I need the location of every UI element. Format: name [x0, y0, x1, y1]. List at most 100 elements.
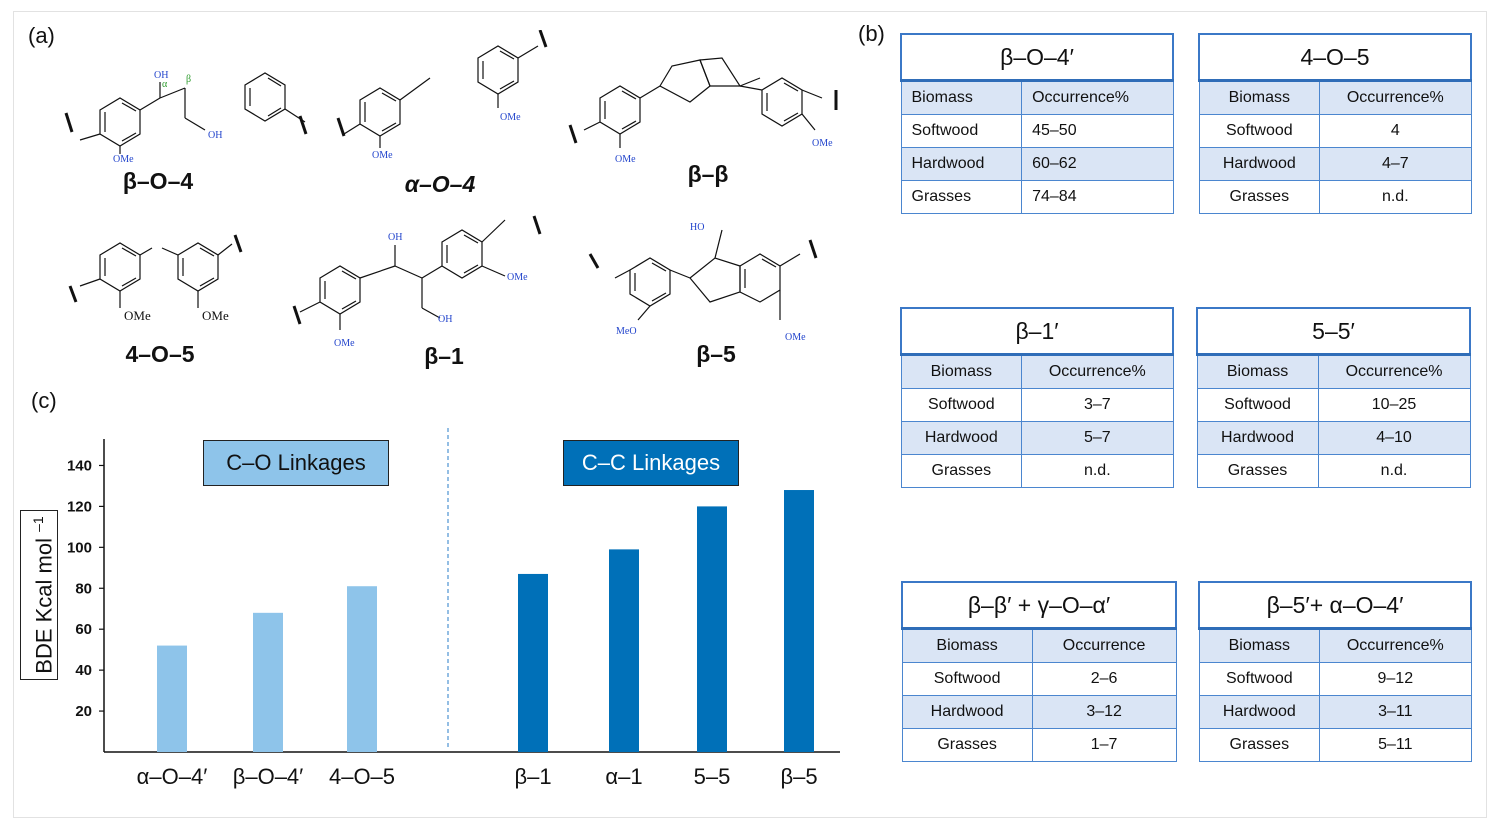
x-tick-label: α–O–4′ — [137, 764, 208, 789]
table-title: β–O–4′ — [900, 33, 1174, 82]
table-cell: Softwood — [900, 114, 1023, 148]
table-cell: 4–10 — [1317, 421, 1471, 455]
x-tick-label: 4–O–5 — [329, 764, 395, 789]
table-cell: 5–7 — [1021, 421, 1174, 455]
bar — [157, 645, 187, 752]
table-cell: 9–12 — [1319, 662, 1472, 696]
x-tick-label: β–5 — [780, 764, 817, 789]
table-cell: Grasses — [1198, 180, 1321, 214]
bar — [253, 612, 283, 752]
molecule-name: β–1 — [424, 343, 464, 369]
table-cell: n.d. — [1317, 454, 1471, 488]
atom-ome: OMe — [372, 150, 393, 161]
table-cell: Hardwood — [901, 695, 1033, 729]
lignin-linkage-structures: OH OH OMe OMe OMe OMe OMe OH OH OMe OMe … — [64, 30, 838, 349]
table-title: β–5′+ α–O–4′ — [1198, 581, 1472, 630]
table-cell: 4 — [1319, 114, 1472, 148]
atom-alpha: α — [162, 79, 168, 90]
table-cell: 3–7 — [1021, 388, 1174, 422]
table-cell: 2–6 — [1031, 662, 1177, 696]
table-cell: Grasses — [901, 728, 1033, 762]
table-cell: 74–84 — [1021, 180, 1174, 214]
molecule-name: α–O–4 — [404, 171, 476, 197]
table-cell: Softwood — [1198, 662, 1321, 696]
table-title: 4–O–5 — [1198, 33, 1472, 82]
atom-oh: OH — [438, 314, 452, 325]
table-cell: 1–7 — [1031, 728, 1177, 762]
table-header: Biomass — [1198, 80, 1321, 115]
table-cell: Hardwood — [900, 147, 1023, 181]
atom-oh: OH — [154, 70, 168, 81]
table-header: Biomass — [901, 628, 1033, 663]
molecule-name: β–β — [687, 161, 729, 187]
panel-label-b: (b) — [858, 21, 885, 46]
y-tick-label: 80 — [75, 580, 92, 597]
atom-ome: OMe — [785, 332, 806, 343]
x-tick-label: α–1 — [605, 764, 642, 789]
table-header: Occurrence% — [1319, 628, 1472, 663]
table-cell: Softwood — [901, 662, 1033, 696]
y-tick-label: 60 — [75, 621, 92, 638]
y-tick-label: 20 — [75, 703, 92, 720]
table-cell: n.d. — [1319, 180, 1472, 214]
bar — [518, 573, 548, 752]
table-cell: 4–7 — [1319, 147, 1472, 181]
table-title: β–β′ + γ–O–α′ — [901, 581, 1177, 630]
y-tick-label: 100 — [67, 539, 92, 556]
panel-label-c: (c) — [31, 388, 57, 413]
atom-ome: OMe — [202, 308, 229, 323]
table-cell: Softwood — [900, 388, 1023, 422]
atom-ome: OMe — [507, 272, 528, 283]
atom-ome: OMe — [812, 138, 833, 149]
panel-label-a: (a) — [28, 23, 55, 48]
table-header: Occurrence% — [1021, 80, 1174, 115]
molecule-name: β–5 — [696, 341, 736, 367]
atom-beta: β — [186, 74, 191, 85]
table-cell: Grasses — [1198, 728, 1321, 762]
table-cell: 5–11 — [1319, 728, 1472, 762]
table-cell: 60–62 — [1021, 147, 1174, 181]
table-title: 5–5′ — [1196, 307, 1471, 356]
table-cell: Grasses — [900, 454, 1023, 488]
bar — [784, 490, 814, 752]
table-cell: 10–25 — [1317, 388, 1471, 422]
legend-co-linkages: C–O Linkages — [203, 440, 389, 486]
atom-ome: OMe — [113, 154, 134, 165]
table-header: Biomass — [1198, 628, 1321, 663]
table-header: Biomass — [900, 354, 1023, 389]
table-cell: 3–12 — [1031, 695, 1177, 729]
table-header: Biomass — [1196, 354, 1319, 389]
table-cell: Hardwood — [1198, 695, 1321, 729]
x-tick-label: 5–5 — [694, 764, 731, 789]
table-title: β–1′ — [900, 307, 1174, 356]
table-cell: Grasses — [1196, 454, 1319, 488]
figure-frame — [13, 11, 1487, 818]
table-cell: Hardwood — [900, 421, 1023, 455]
table-header: Occurrence% — [1021, 354, 1174, 389]
atom-ome: OMe — [334, 338, 355, 349]
legend-cc-linkages: C–C Linkages — [563, 440, 739, 486]
molecule-name: 4–O–5 — [125, 341, 195, 367]
bar — [697, 506, 727, 752]
atom-ho: HO — [690, 222, 704, 233]
table-cell: 3–11 — [1319, 695, 1472, 729]
atom-oh: OH — [208, 130, 222, 141]
y-tick-label: 120 — [67, 498, 92, 515]
bar — [609, 549, 639, 752]
table-cell: n.d. — [1021, 454, 1174, 488]
bar — [347, 586, 377, 752]
x-tick-label: β–1 — [514, 764, 551, 789]
table-header: Occurrence% — [1319, 80, 1472, 115]
table-header: Biomass — [900, 80, 1023, 115]
atom-ome: OMe — [615, 154, 636, 165]
molecule-name: β–O–4 — [122, 168, 194, 194]
table-cell: Hardwood — [1196, 421, 1319, 455]
table-cell: Softwood — [1196, 388, 1319, 422]
